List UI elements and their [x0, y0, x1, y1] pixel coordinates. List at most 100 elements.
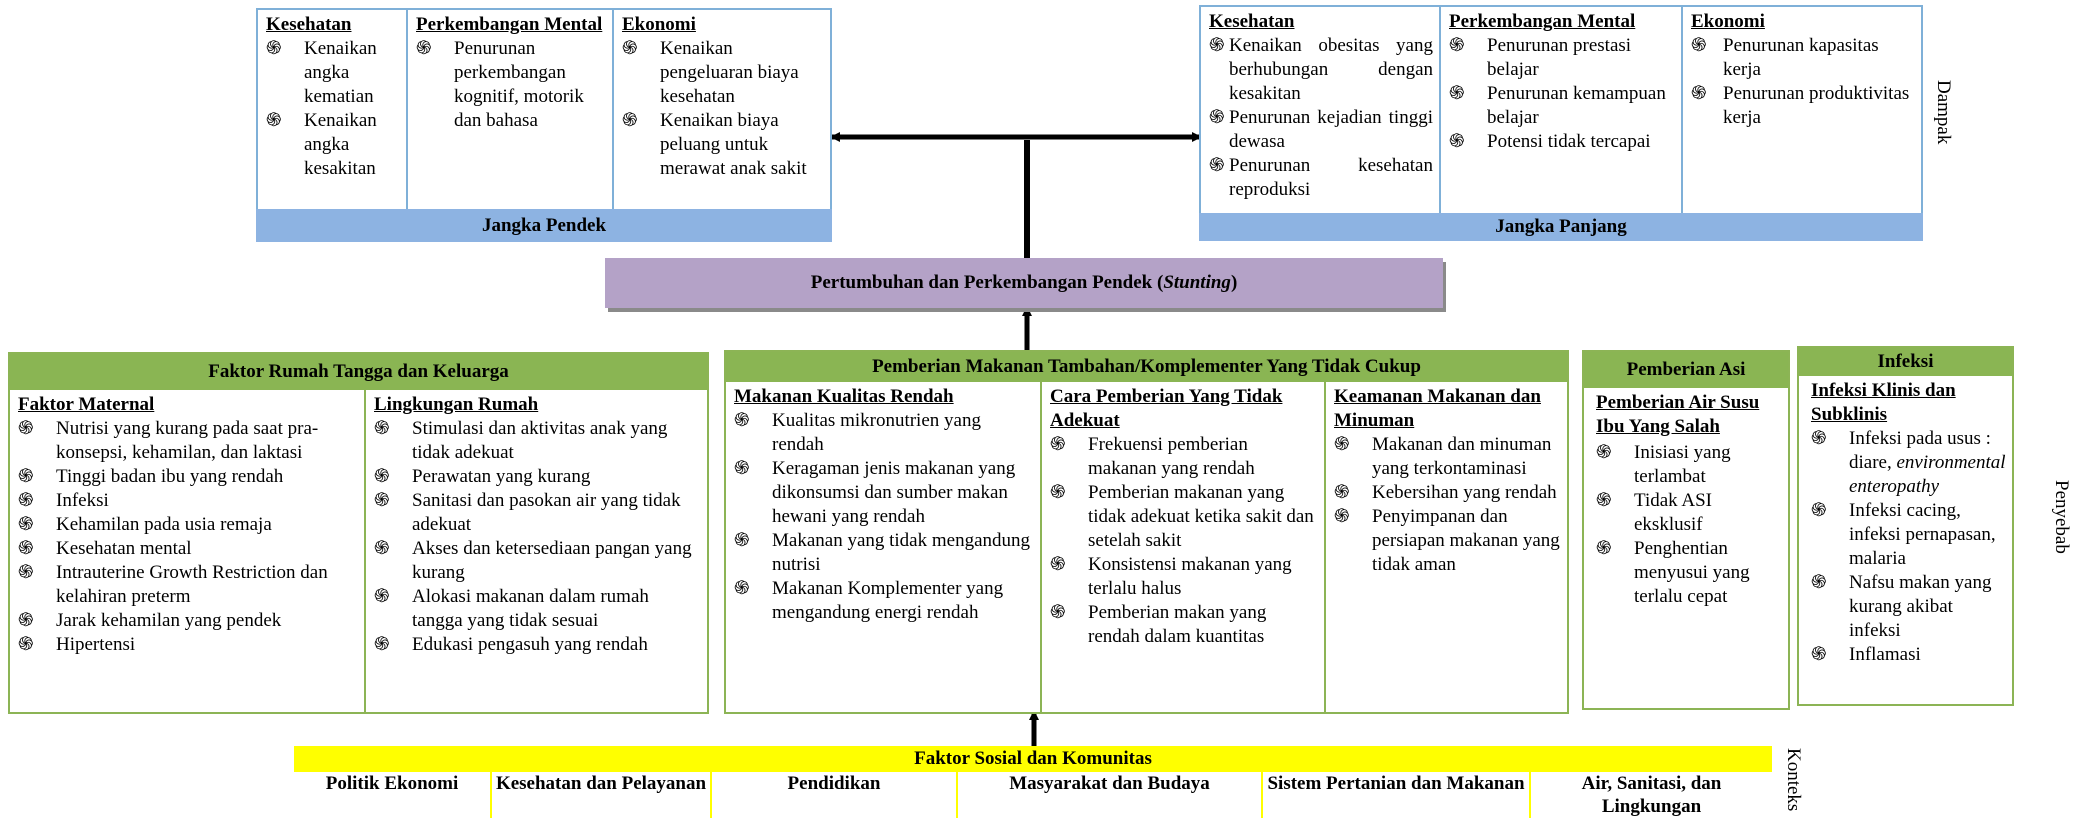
bullet-icon: ֍	[1449, 131, 1465, 152]
list-item: ֍Penurunan perkembangan kognitif, motori…	[416, 38, 584, 131]
bullet-icon: ֍	[1596, 442, 1612, 463]
list-item: ֍Akses dan ketersediaan pangan yang kura…	[374, 538, 692, 583]
column-header: Cara Pemberian Yang Tidak Adekuat	[1050, 386, 1283, 431]
social-col-health-services: Kesehatan dan Pelayanan	[492, 772, 712, 818]
list-item: ֍Penyimpanan dan persiapan makanan yang …	[1334, 506, 1560, 575]
column-header: Lingkungan Rumah	[374, 394, 539, 415]
bullet-icon: ֍	[1050, 554, 1066, 575]
social-col-society-culture: Masyarakat dan Budaya	[958, 772, 1263, 818]
bullet-icon: ֍	[374, 538, 390, 559]
social-col-politics: Politik Ekonomi	[294, 772, 492, 818]
list-item: ֍Pemberian makan yang rendah dalam kuant…	[1050, 602, 1267, 647]
bullet-icon: ֍	[1209, 155, 1225, 176]
infection-col: Infeksi Klinis dan Subklinis ֍Infeksi pa…	[1799, 376, 2012, 704]
list-item: ֍Alokasi makanan dalam rumah tangga yang…	[374, 586, 649, 631]
bullet-icon: ֍	[622, 38, 638, 59]
list-item: ֍Intrauterine Growth Restriction dan kel…	[18, 562, 328, 607]
list-item: ֍Sanitasi dan pasokan air yang tidak ade…	[374, 490, 681, 535]
home-environment-col: Lingkungan Rumah ֍Stimulasi dan aktivita…	[366, 390, 709, 712]
context-label: Konteks	[1783, 748, 1804, 812]
bullet-icon: ֍	[1050, 434, 1066, 455]
bullet-icon: ֍	[266, 110, 282, 131]
list-item: ֍Kenaikan angka kematian	[266, 38, 377, 107]
list-item: ֍Infeksi pada usus : diare, environmenta…	[1811, 428, 2006, 497]
bullet-icon: ֍	[734, 410, 750, 431]
column-header: Faktor Maternal	[18, 394, 155, 415]
bullet-icon: ֍	[1449, 83, 1465, 104]
long-term-col-health: Kesehatan ֍Kenaikan obesitas yang berhub…	[1201, 7, 1441, 237]
bullet-icon: ֍	[374, 586, 390, 607]
short-term-col-economy: Ekonomi ֍Kenaikan pengeluaran biaya kese…	[614, 10, 830, 240]
bullet-icon: ֍	[1811, 428, 1827, 449]
column-header: Ekonomi	[622, 14, 696, 35]
infection-title: Infeksi	[1799, 348, 2012, 376]
list-item: ֍Penurunan kapasitas kerja	[1691, 35, 1879, 80]
long-term-band: Jangka Panjang	[1199, 213, 1923, 241]
list-item: ֍Makanan dan minuman yang terkontaminasi	[1334, 434, 1552, 479]
list-item: ֍Makanan Komplementer yang mengandung en…	[734, 578, 1004, 623]
short-term-col-health: Kesehatan ֍Kenaikan angka kematian ֍Kena…	[258, 10, 408, 240]
feeding-method-col: Cara Pemberian Yang Tidak Adekuat ֍Freku…	[1042, 382, 1326, 712]
list-item: ֍Kebersihan yang rendah	[1334, 482, 1557, 503]
bullet-icon: ֍	[1691, 35, 1707, 56]
bullet-icon: ֍	[374, 490, 390, 511]
social-col-agriculture-food: Sistem Pertanian dan Makanan	[1263, 772, 1531, 818]
complementary-feeding-box: Pemberian Makanan Tambahan/Komplementer …	[724, 350, 1569, 714]
list-item: ֍Nutrisi yang kurang pada saat pra-konse…	[18, 418, 319, 463]
maternal-col: Faktor Maternal ֍Nutrisi yang kurang pad…	[10, 390, 366, 712]
list-item: ֍Stimulasi dan aktivitas anak yang tidak…	[374, 418, 668, 463]
list-item: ֍Tidak ASI eksklusif	[1596, 490, 1712, 535]
bullet-icon: ֍	[1449, 35, 1465, 56]
list-item: ֍Keragaman jenis makanan yang dikonsumsi…	[734, 458, 1016, 527]
bullet-icon: ֍	[1596, 490, 1612, 511]
bullet-icon: ֍	[1811, 572, 1827, 593]
column-header: Kesehatan	[1209, 11, 1295, 32]
list-item: ֍Penurunan produktivitas kerja	[1691, 83, 1910, 128]
stunting-box: Pertumbuhan dan Perkembangan Pendek (Stu…	[605, 258, 1443, 308]
column-header: Perkembangan Mental	[416, 14, 603, 35]
complementary-title: Pemberian Makanan Tambahan/Komplementer …	[726, 352, 1567, 382]
list-item: ֍Jarak kehamilan yang pendek	[18, 610, 282, 631]
list-item: ֍Kenaikan angka kesakitan	[266, 110, 377, 179]
bullet-icon: ֍	[18, 418, 34, 439]
long-term-impact-box: Kesehatan ֍Kenaikan obesitas yang berhub…	[1199, 5, 1923, 239]
bullet-icon: ֍	[18, 490, 34, 511]
short-term-impact-box: Kesehatan ֍Kenaikan angka kematian ֍Kena…	[256, 8, 832, 242]
list-item: ֍Makanan yang tidak mengandung nutrisi	[734, 530, 1031, 575]
list-item: ֍Infeksi	[18, 490, 109, 511]
list-item: ֍Kehamilan pada usia remaja	[18, 514, 272, 535]
list-item: ֍Hipertensi	[18, 634, 136, 655]
list-item: ֍Kualitas mikronutrien yang rendah	[734, 410, 981, 455]
bullet-icon: ֍	[1050, 602, 1066, 623]
social-col-water-sanitation: Air, Sanitasi, dan Lingkungan	[1581, 773, 1722, 817]
bullet-icon: ֍	[1050, 482, 1066, 503]
bullet-icon: ֍	[1209, 35, 1225, 56]
list-item: ֍Nafsu makan yang kurang akibat infeksi	[1811, 572, 1992, 641]
bullet-icon: ֍	[1209, 107, 1225, 128]
list-item: ֍Penurunan prestasi belajar	[1449, 35, 1632, 80]
list-item: ֍Penurunan kejadian tinggi dewasa	[1209, 107, 1433, 152]
breastfeeding-title: Pemberian Asi	[1584, 352, 1788, 388]
bullet-icon: ֍	[374, 418, 390, 439]
household-factors-box: Faktor Rumah Tangga dan Keluarga Faktor …	[8, 352, 709, 714]
bullet-icon: ֍	[1334, 482, 1350, 503]
bullet-icon: ֍	[1334, 506, 1350, 527]
column-header: Infeksi Klinis dan Subklinis	[1811, 380, 1956, 425]
list-item: ֍Kenaikan pengeluaran biaya kesehatan	[622, 38, 799, 107]
short-term-band: Jangka Pendek	[256, 209, 832, 242]
breastfeeding-col: Pemberian Air Susu Ibu Yang Salah ֍Inisi…	[1584, 388, 1788, 708]
long-term-col-mental: Perkembangan Mental ֍Penurunan prestasi …	[1441, 7, 1683, 237]
list-item: ֍Edukasi pengasuh yang rendah	[374, 634, 648, 655]
list-item: ֍Konsistensi makanan yang terlalu halus	[1050, 554, 1292, 599]
bullet-icon: ֍	[622, 110, 638, 131]
bullet-icon: ֍	[1334, 434, 1350, 455]
list-item: ֍Pemberian makanan yang tidak adekuat ke…	[1050, 482, 1314, 551]
bullet-icon: ֍	[18, 562, 34, 583]
list-item: ֍Penurunan kemampuan belajar	[1449, 83, 1666, 128]
bullet-icon: ֍	[734, 578, 750, 599]
bullet-icon: ֍	[18, 466, 34, 487]
stunting-italic: Stunting	[1163, 272, 1231, 293]
breastfeeding-box: Pemberian Asi Pemberian Air Susu Ibu Yan…	[1582, 350, 1790, 710]
social-columns: Politik Ekonomi Kesehatan dan Pelayanan …	[294, 772, 1772, 818]
bullet-icon: ֍	[18, 538, 34, 559]
